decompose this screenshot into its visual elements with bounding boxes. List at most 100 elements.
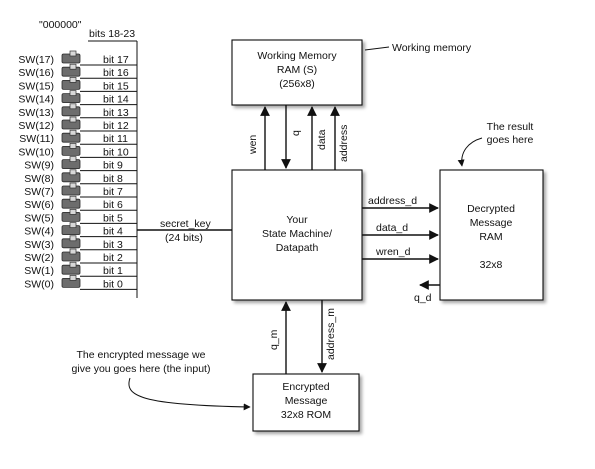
secret-key-label: secret_key bbox=[160, 218, 212, 230]
top-bits-label: bits 18-23 bbox=[89, 28, 135, 40]
switch-label: SW(10) bbox=[18, 146, 54, 158]
switch-lever bbox=[69, 90, 77, 96]
switch-row: SW(11) bit 11 bbox=[19, 129, 137, 145]
decrypted-ram-line-2: Message bbox=[470, 217, 513, 229]
switch-lever bbox=[69, 222, 77, 228]
switch-row: SW(4) bit 4 bbox=[24, 222, 137, 238]
bit-label: bit 10 bbox=[103, 146, 129, 158]
switch-label: SW(3) bbox=[24, 239, 54, 251]
encrypted-rom-block: Encrypted Message 32x8 ROM The encrypted… bbox=[72, 349, 360, 432]
switch-label: SW(11) bbox=[19, 133, 54, 145]
bit-label: bit 17 bbox=[103, 54, 129, 66]
bit-label: bit 9 bbox=[103, 160, 123, 172]
switch-lever bbox=[69, 143, 77, 149]
decrypted-ram-size: 32x8 bbox=[480, 259, 503, 271]
switch-label: SW(6) bbox=[24, 199, 54, 211]
decrypted-ram-box bbox=[439, 169, 544, 301]
encrypted-rom-line-1: Encrypted bbox=[282, 381, 329, 393]
secret-key-width: (24 bits) bbox=[165, 232, 203, 244]
encrypted-rom-annotation-line-1: The encrypted message we bbox=[77, 349, 206, 361]
switch-label: SW(9) bbox=[24, 160, 54, 172]
encrypted-rom-box bbox=[252, 373, 360, 432]
switch-label: SW(13) bbox=[18, 107, 54, 119]
address-label: address bbox=[338, 125, 350, 162]
switch-row: SW(9) bit 9 bbox=[24, 156, 137, 172]
bit-label: bit 13 bbox=[103, 107, 129, 119]
switch-label: SW(12) bbox=[18, 120, 54, 132]
bit-label: bit 7 bbox=[103, 186, 123, 198]
decrypted-ram-signals: address_d data_d wren_d q_d bbox=[362, 195, 440, 304]
data-label: data bbox=[316, 129, 328, 150]
switch-label: SW(4) bbox=[24, 226, 54, 238]
switch-lever bbox=[69, 156, 77, 162]
state-machine-block: Your State Machine/ Datapath bbox=[231, 169, 363, 301]
decrypted-ram-annotation-arrow bbox=[457, 137, 483, 167]
switch-row: SW(0) bit 0 bbox=[24, 275, 137, 290]
switch-lever bbox=[69, 116, 77, 123]
switch-lever bbox=[69, 248, 77, 255]
working-memory-box bbox=[231, 39, 363, 106]
switch-row: SW(1)bit 1 bbox=[24, 261, 137, 277]
bit-label: bit 0 bbox=[103, 278, 123, 290]
switch-lever bbox=[69, 182, 77, 189]
switch-label: SW(0) bbox=[24, 278, 54, 290]
working-memory-signals: wen q data address bbox=[247, 105, 350, 170]
switch-lever bbox=[69, 50, 77, 57]
decrypted-ram-block: Decrypted Message RAM 32x8 The result go… bbox=[439, 121, 544, 301]
q-d-label: q_d bbox=[414, 292, 432, 304]
state-machine-line-3: Datapath bbox=[276, 242, 319, 254]
switch-lever bbox=[69, 63, 77, 70]
working-memory-block: Working Memory RAM (S) (256x8) Working m… bbox=[231, 39, 472, 106]
zeros-label: "000000" bbox=[39, 19, 82, 31]
bit-label: bit 15 bbox=[103, 80, 129, 92]
encrypted-rom-line-2: Message bbox=[285, 395, 328, 407]
encrypted-rom-annotation-line-2: give you goes here (the input) bbox=[72, 363, 211, 375]
wen-label: wen bbox=[247, 135, 259, 155]
wren-d-label: wren_d bbox=[375, 246, 411, 258]
switch-row: SW(10) bit 10 bbox=[18, 143, 137, 158]
bit-label: bit 6 bbox=[103, 199, 123, 211]
switch-row: SW(15) bit 15 bbox=[18, 77, 137, 92]
switch-label: SW(7) bbox=[24, 186, 54, 198]
switch-row: SW(14)bit 14 bbox=[18, 90, 137, 106]
bit-label: bit 3 bbox=[103, 239, 123, 251]
bit-label: bit 11 bbox=[103, 133, 128, 145]
address-d-label: address_d bbox=[368, 195, 417, 207]
switch-label: SW(16) bbox=[18, 67, 54, 79]
bit-label: bit 4 bbox=[103, 226, 123, 238]
switch-lever bbox=[69, 261, 77, 268]
switch-row: SW(13) bit 13 bbox=[18, 103, 137, 119]
switch-row: SW(2)bit 2 bbox=[24, 248, 137, 264]
switch-lever bbox=[69, 129, 77, 136]
working-memory-annotation-line bbox=[364, 46, 390, 51]
switch-row: SW(3) bit 3 bbox=[24, 235, 137, 251]
state-machine-line-1: Your bbox=[286, 214, 308, 226]
switch-lever bbox=[69, 77, 77, 83]
switch-row: SW(7) bit 7 bbox=[24, 182, 137, 198]
switch-row: SW(8) bit 8 bbox=[24, 169, 137, 185]
q-m-label: q_m bbox=[268, 329, 280, 350]
switch-row: SW(17) bit 17 bbox=[18, 50, 137, 66]
data-d-label: data_d bbox=[376, 222, 408, 234]
bit-label: bit 14 bbox=[103, 94, 129, 106]
address-m-label: address_m bbox=[325, 308, 337, 360]
switch-lever bbox=[69, 209, 77, 215]
switch-lever bbox=[69, 169, 77, 176]
switch-label: SW(1) bbox=[24, 265, 54, 277]
bit-label: bit 8 bbox=[103, 173, 123, 185]
state-machine-box bbox=[231, 169, 363, 301]
bit-label: bit 5 bbox=[103, 212, 123, 224]
switch-label: SW(15) bbox=[18, 80, 54, 92]
switch-label: SW(2) bbox=[24, 252, 54, 264]
q-label: q bbox=[290, 130, 302, 136]
switch-row: SW(12)bit 12 bbox=[18, 116, 137, 132]
decrypted-ram-annotation-line-2: goes here bbox=[487, 134, 534, 146]
encrypted-rom-signals: q_m address_m bbox=[268, 300, 337, 374]
decrypted-ram-line-1: Decrypted bbox=[467, 203, 515, 215]
switch-label: SW(8) bbox=[24, 173, 54, 185]
switch-lever bbox=[69, 195, 77, 202]
encrypted-rom-annotation-arrow bbox=[128, 377, 251, 411]
working-memory-annotation: Working memory bbox=[392, 42, 472, 54]
switch-label: SW(17) bbox=[18, 54, 54, 66]
